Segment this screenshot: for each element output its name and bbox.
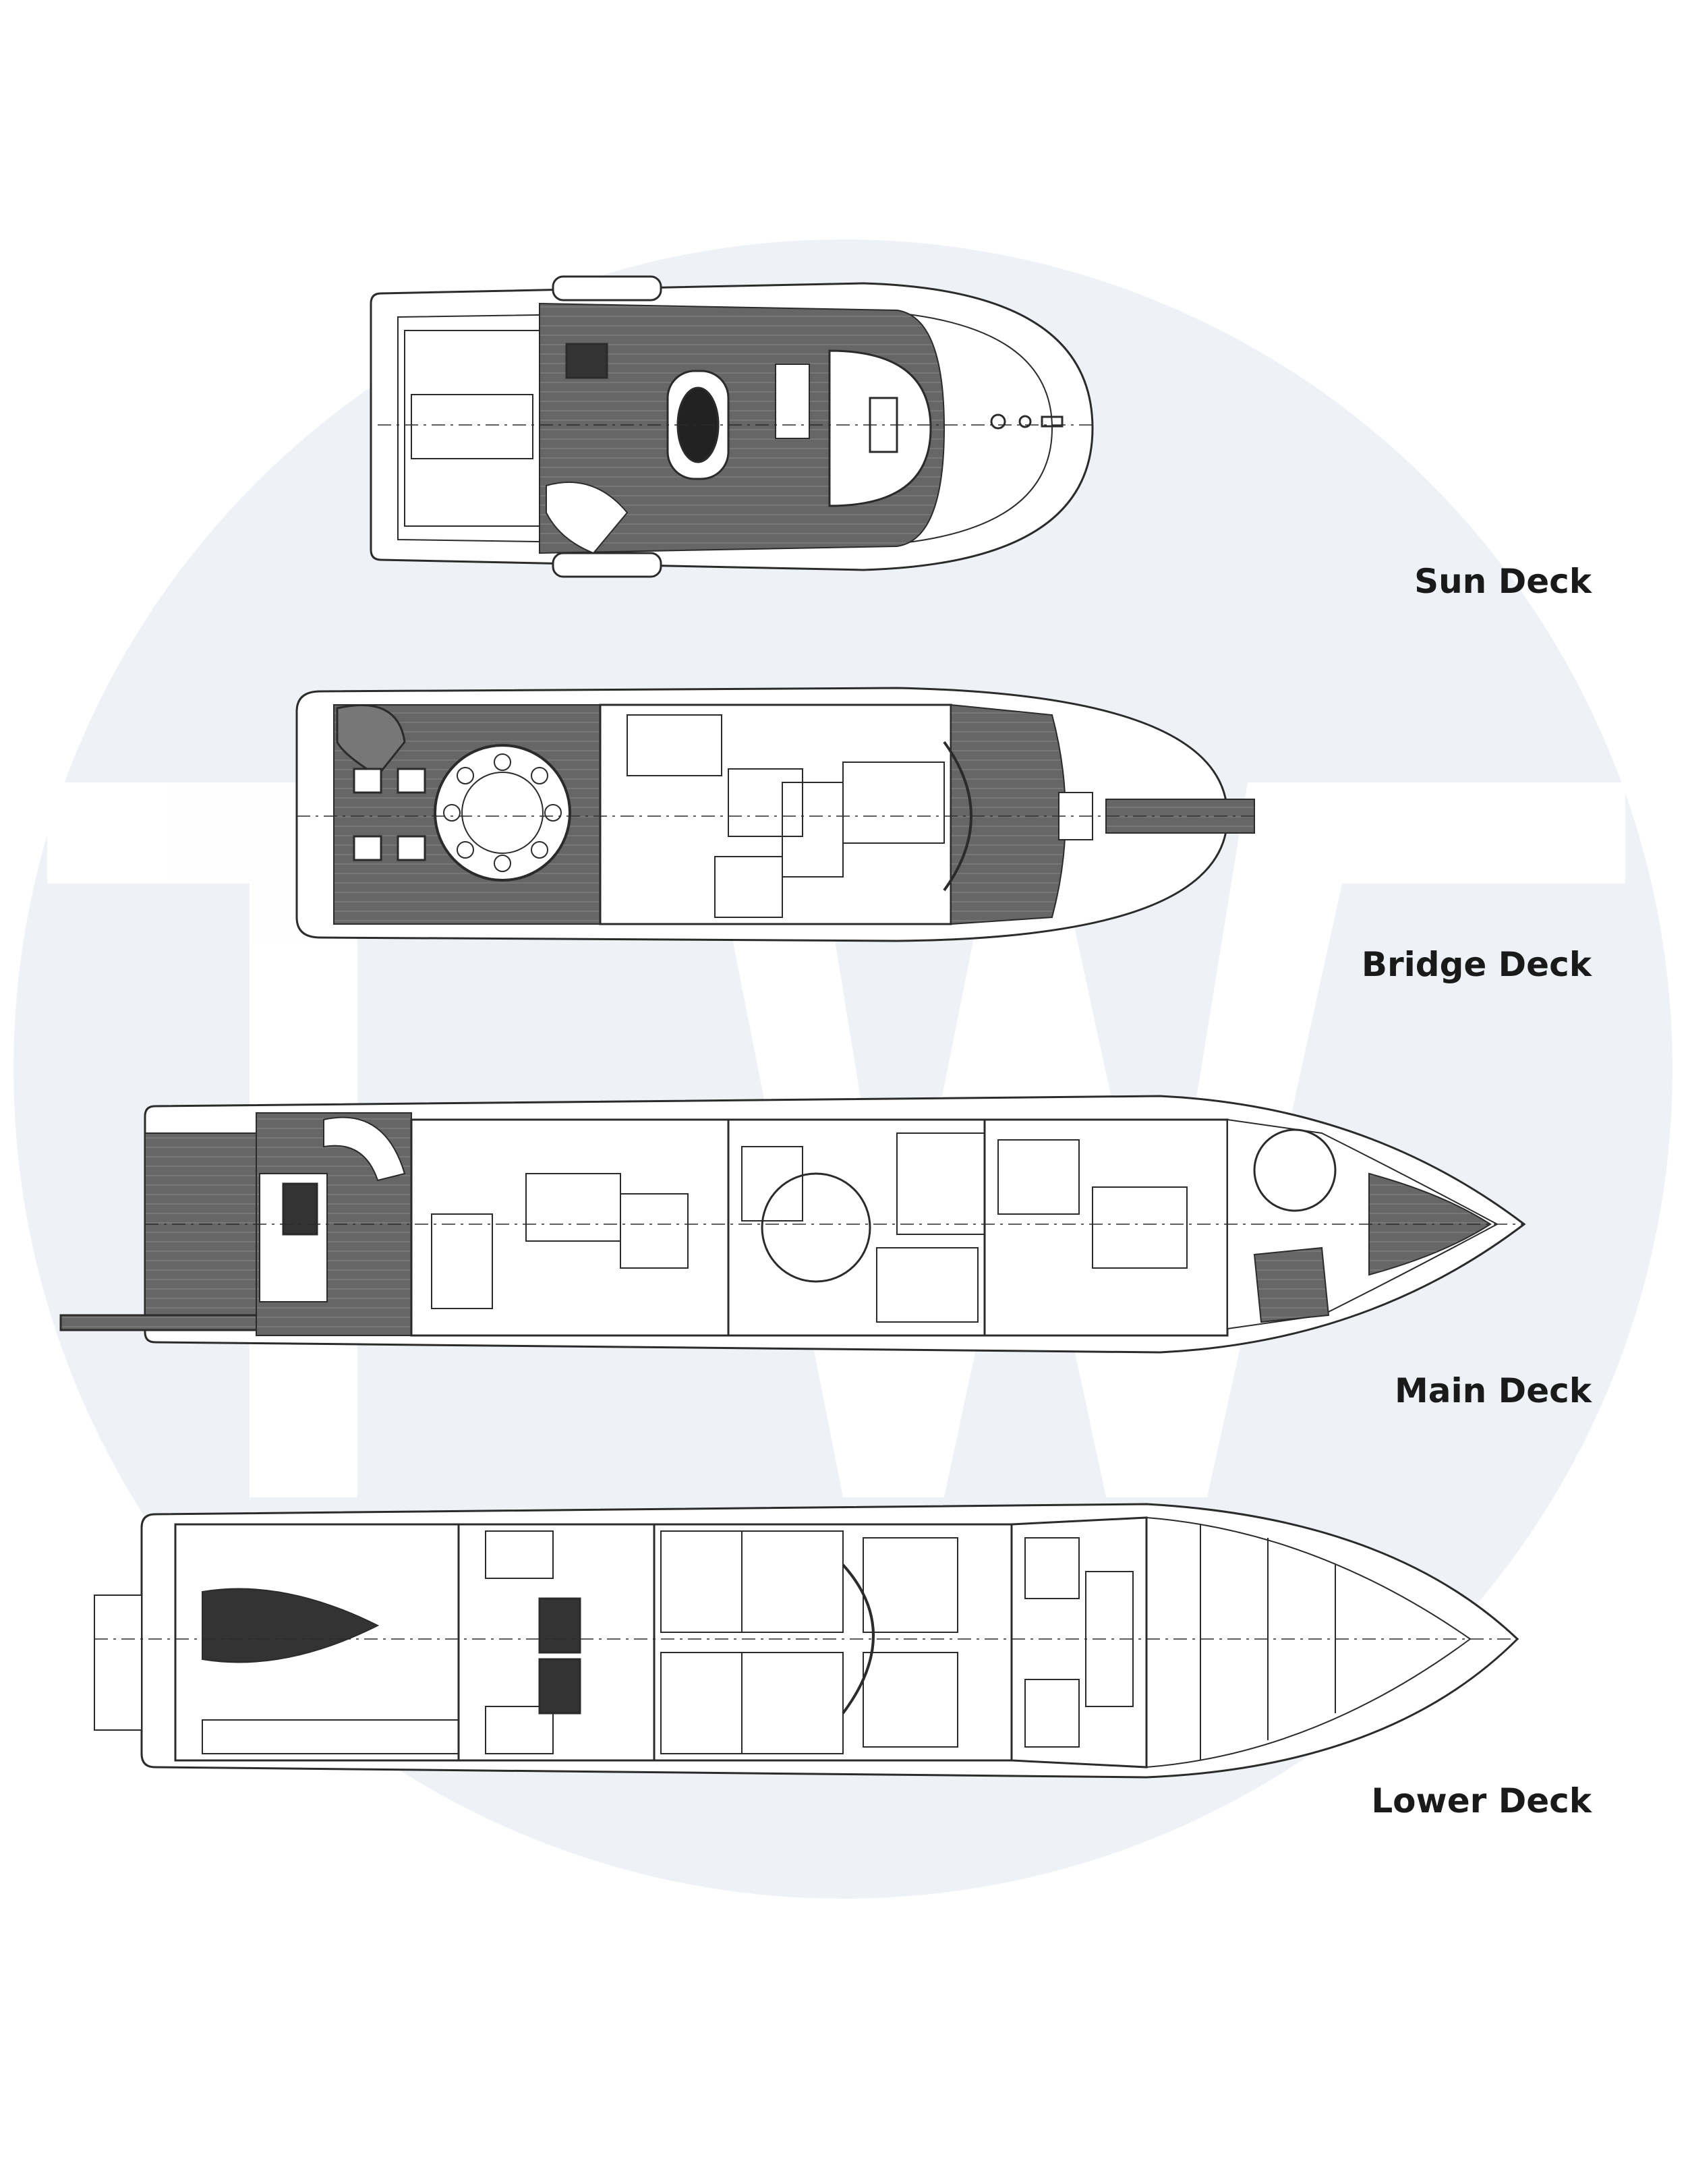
lower-deck-plan [94,1503,1524,1779]
sun-deck-label: Sun Deck [1414,562,1592,601]
main-deck-label: Main Deck [1395,1371,1592,1410]
bridge-deck-plan [295,687,1255,942]
sun-deck-plan [370,275,1094,578]
bridge-deck-label: Bridge Deck [1361,945,1592,984]
main-deck-plan [59,1095,1526,1354]
lower-deck-label: Lower Deck [1371,1781,1592,1820]
